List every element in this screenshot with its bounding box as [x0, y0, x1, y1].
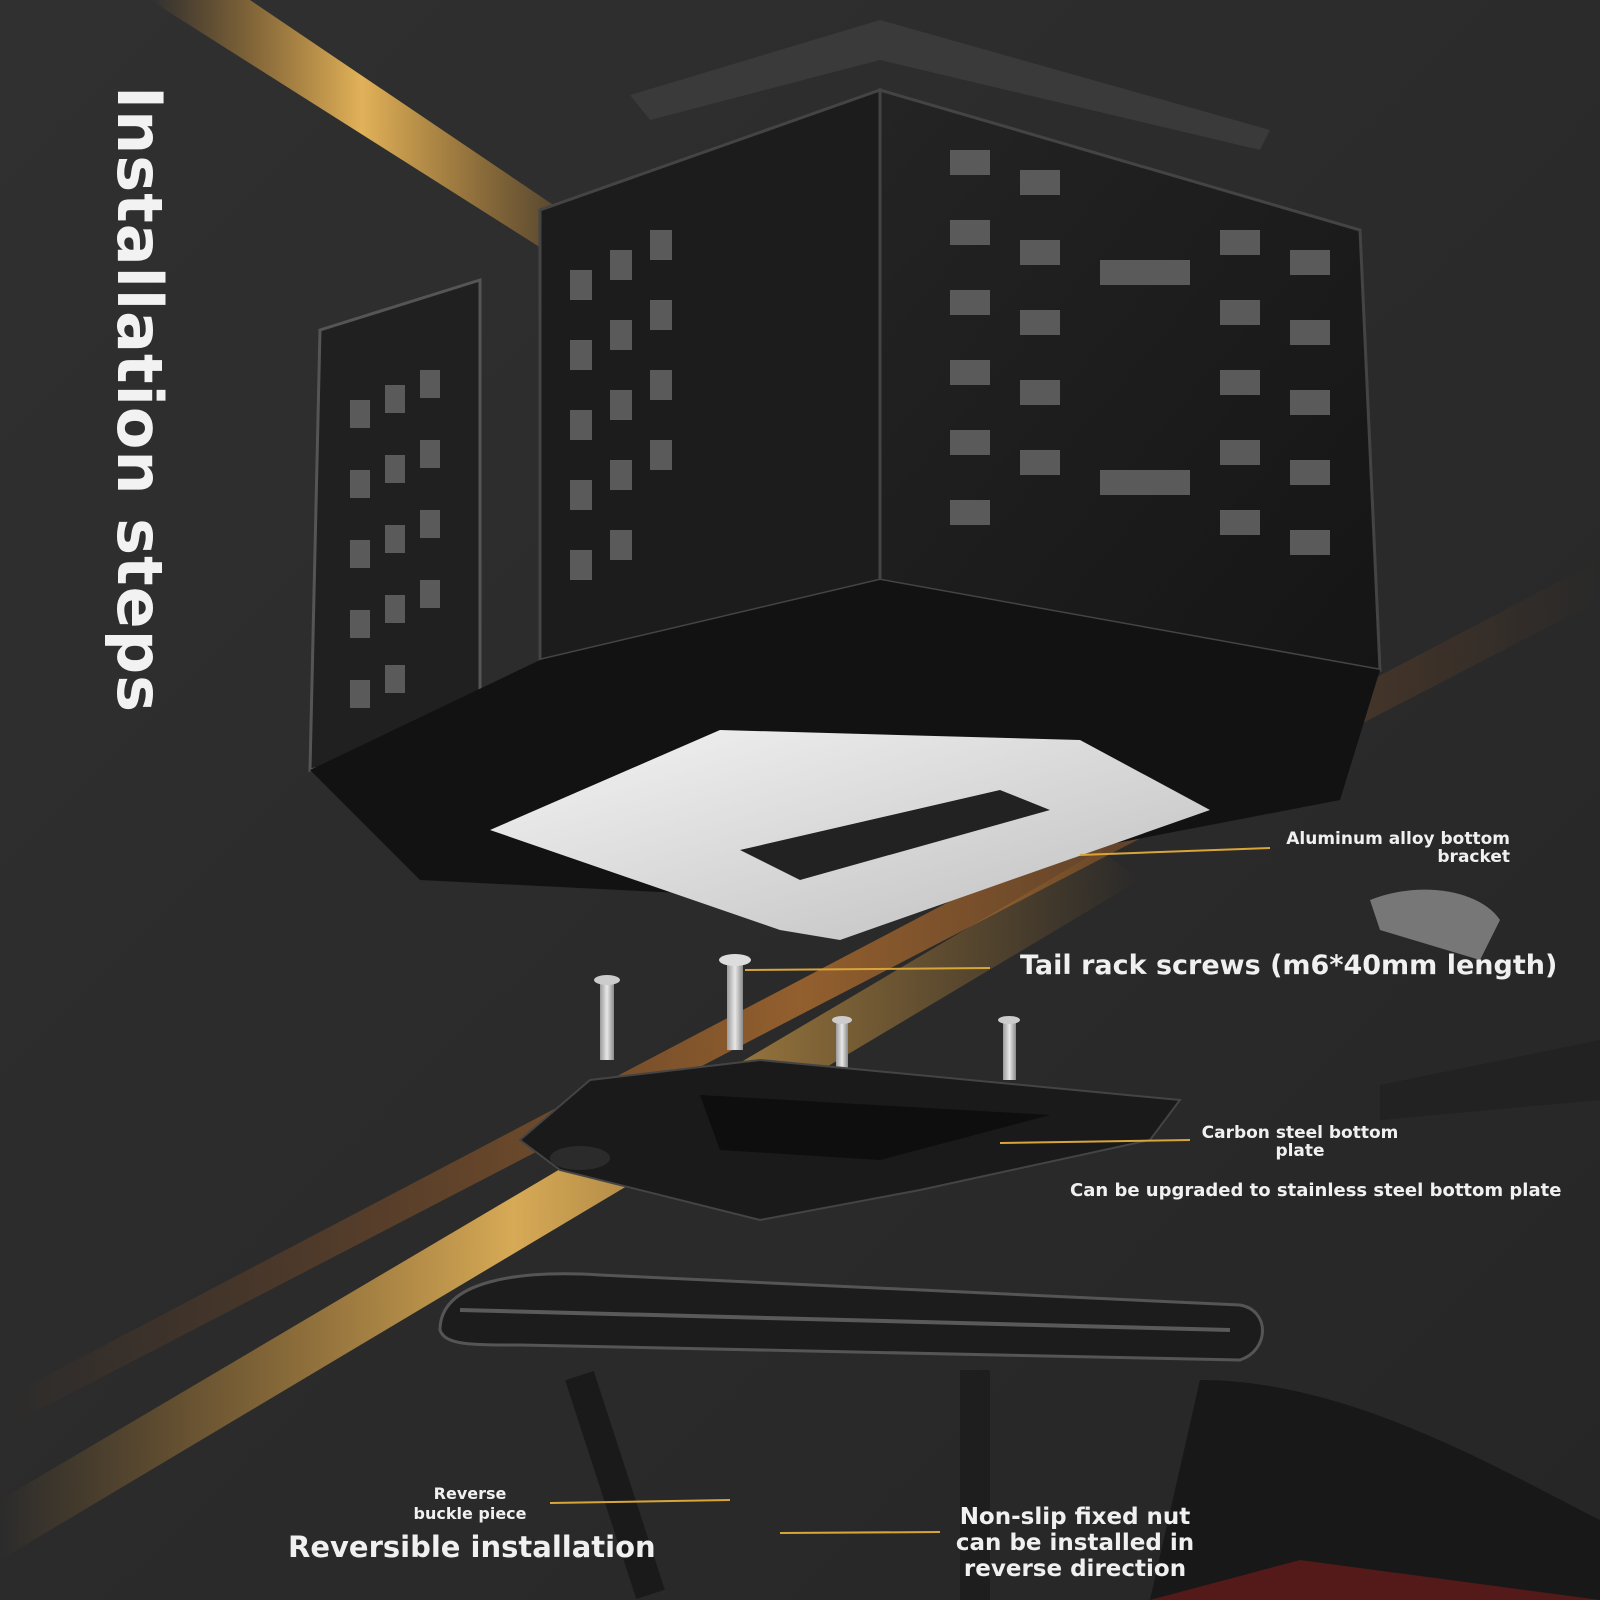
carbon-steel-plate: [518, 1058, 1182, 1222]
tail-rack: [438, 1272, 1600, 1600]
handlebar: [1370, 889, 1600, 1120]
label-reversible-installation: Reversible installation: [288, 1530, 656, 1564]
label-reverse-buckle: Reverse buckle piece: [413, 1484, 527, 1523]
panel-slots: [350, 150, 1330, 708]
page-title: Installation steps: [103, 86, 176, 714]
label-carbon-plate: Carbon steel bottom plate: [1201, 1123, 1399, 1161]
leader-lines: [549, 847, 1271, 1534]
label-non-slip-nut: Non-slip fixed nut can be installed in r…: [955, 1504, 1195, 1582]
label-tail-rack-screws: Tail rack screws (m6*40mm length): [1020, 950, 1558, 981]
tail-rack-screws: [594, 954, 1020, 1080]
label-upgrade-note: Can be upgraded to stainless steel botto…: [1070, 1180, 1562, 1201]
label-aluminum-bracket: Aluminum alloy bottom bracket: [1286, 829, 1510, 867]
